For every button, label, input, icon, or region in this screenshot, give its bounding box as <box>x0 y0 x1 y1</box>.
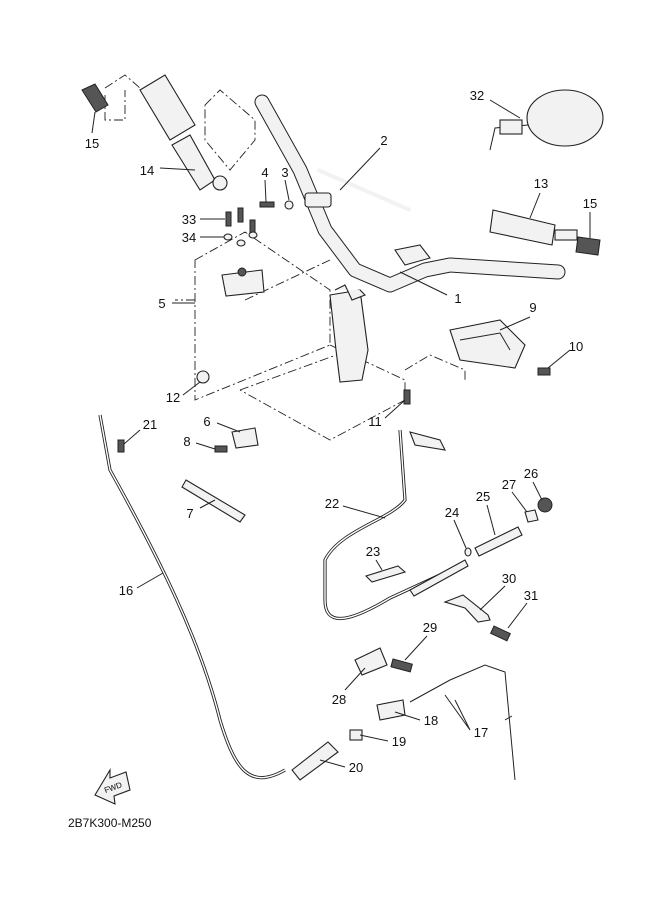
callout-11: 11 <box>368 414 382 429</box>
joint-18 <box>376 699 406 721</box>
callout-20: 20 <box>349 760 363 775</box>
mirror <box>489 89 604 151</box>
callout-1: 1 <box>454 291 461 306</box>
bolt-11 <box>403 389 411 405</box>
callout-15b: 15 <box>583 196 597 211</box>
handlebar-holder <box>221 267 265 297</box>
callout-24: 24 <box>445 505 459 520</box>
collar-27 <box>524 509 539 523</box>
callout-26: 26 <box>524 466 538 481</box>
nut-26 <box>537 497 553 513</box>
callout-12: 12 <box>166 390 180 405</box>
screw-21 <box>117 439 125 453</box>
callout-8: 8 <box>183 434 190 449</box>
callout-22: 22 <box>325 496 339 511</box>
diagram-code: 2B7K300-M250 <box>68 816 152 830</box>
callout-23: 23 <box>366 544 380 559</box>
callout-15: 15 <box>85 136 99 151</box>
washer-24 <box>464 547 472 557</box>
throttle-housing <box>291 741 339 781</box>
callout-2: 2 <box>380 133 387 148</box>
bolt-29 <box>390 658 413 673</box>
callout-25: 25 <box>476 489 490 504</box>
cable-clamp-23 <box>364 565 407 583</box>
callout-34: 34 <box>182 230 196 245</box>
bolt-4 <box>259 201 275 208</box>
callout-30: 30 <box>502 571 516 586</box>
callout-19: 19 <box>392 734 406 749</box>
callout-21: 21 <box>143 417 157 432</box>
bracket-6 <box>231 427 259 449</box>
forward-arrow-icon: FWD <box>94 768 131 805</box>
steering-column <box>329 284 369 383</box>
callout-9: 9 <box>529 300 536 315</box>
callout-16: 16 <box>119 583 133 598</box>
callout-labels: 15 14 4 3 2 32 13 15 33 34 5 1 9 10 12 1… <box>85 88 597 775</box>
callout-5: 5 <box>158 296 165 311</box>
spring-25 <box>474 526 523 557</box>
callout-6: 6 <box>203 414 210 429</box>
callout-7: 7 <box>186 506 193 521</box>
nut-12 <box>196 370 210 384</box>
screw-10 <box>537 367 551 376</box>
callout-18: 18 <box>424 713 438 728</box>
holder-bolts <box>223 207 258 247</box>
callout-27: 27 <box>502 477 516 492</box>
callout-31: 31 <box>524 588 538 603</box>
brake-cable <box>323 429 446 621</box>
callout-4: 4 <box>261 165 268 180</box>
left-grip <box>139 74 228 191</box>
callout-10: 10 <box>569 339 583 354</box>
callout-32: 32 <box>470 88 484 103</box>
bolt-31 <box>489 625 511 642</box>
callout-17: 17 <box>474 725 488 740</box>
cross-brace <box>304 168 411 212</box>
callout-3: 3 <box>281 165 288 180</box>
cable-17 <box>409 664 516 781</box>
bolt-8 <box>214 445 228 453</box>
callout-29: 29 <box>423 620 437 635</box>
handlebar <box>254 94 566 293</box>
handlebar-cover <box>449 319 526 369</box>
leader-lines <box>91 99 591 768</box>
callout-13: 13 <box>534 176 548 191</box>
bracket-30 <box>443 594 491 623</box>
collar-3 <box>284 200 294 210</box>
callout-28: 28 <box>332 692 346 707</box>
holder-28 <box>354 647 388 676</box>
adjuster <box>409 559 469 597</box>
left-grip-end <box>81 83 109 113</box>
callout-33: 33 <box>182 212 196 227</box>
throttle-cable <box>98 414 286 780</box>
callout-14: 14 <box>140 163 154 178</box>
throttle-grip <box>489 209 601 256</box>
